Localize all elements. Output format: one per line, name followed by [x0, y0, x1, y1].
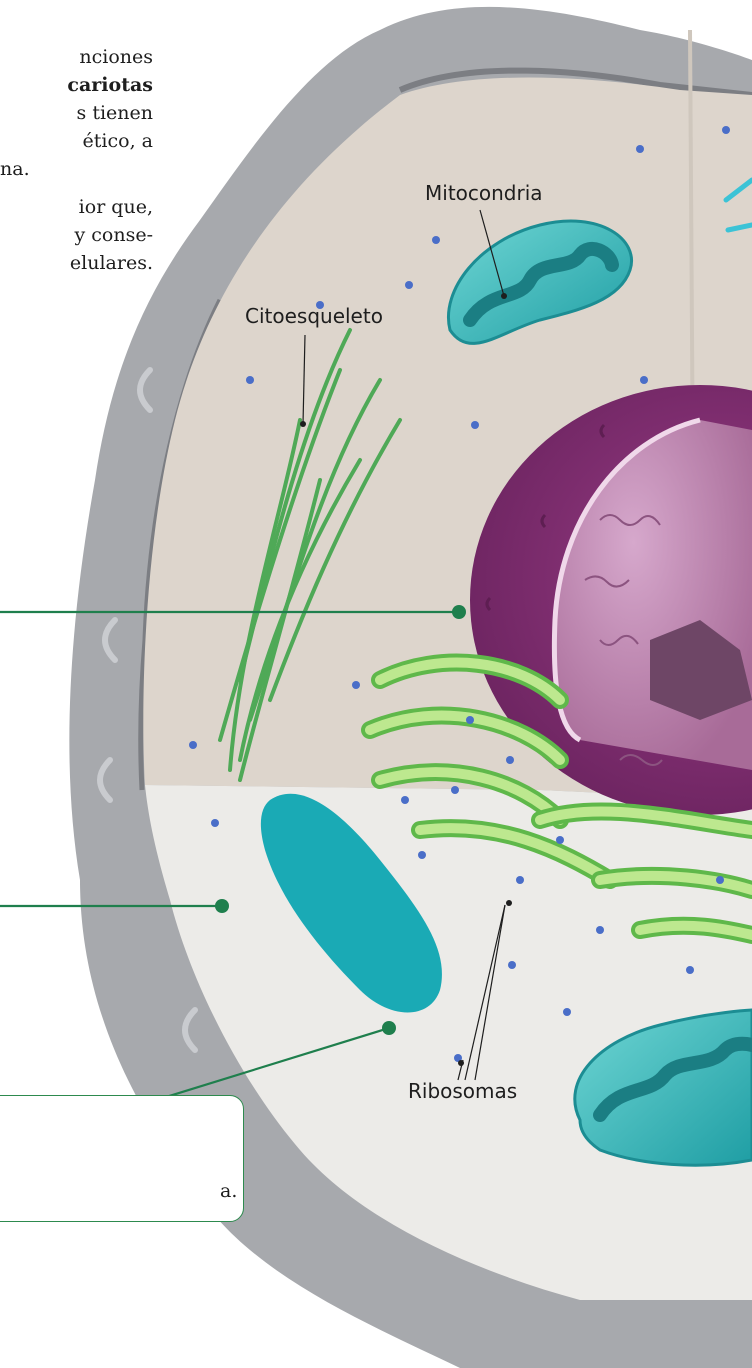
callout-text: a. — [220, 1180, 237, 1202]
label-citoesqueleto: Citoesqueleto — [245, 304, 383, 328]
text-line-4: ético, a — [0, 127, 153, 155]
label-ribosomas: Ribosomas — [408, 1079, 517, 1103]
text-line-5: na. — [0, 155, 30, 183]
text-line-6: ior que, — [0, 193, 153, 221]
label-mitocondria: Mitocondria — [425, 181, 543, 205]
text-line-7: y conse- — [0, 221, 153, 249]
callout-box — [0, 1095, 244, 1222]
text-line-1: nciones — [0, 43, 153, 71]
text-line-3: s tienen — [0, 99, 153, 127]
text-line-2: cariotas — [0, 71, 153, 99]
text-line-8: elulares. — [0, 249, 153, 277]
